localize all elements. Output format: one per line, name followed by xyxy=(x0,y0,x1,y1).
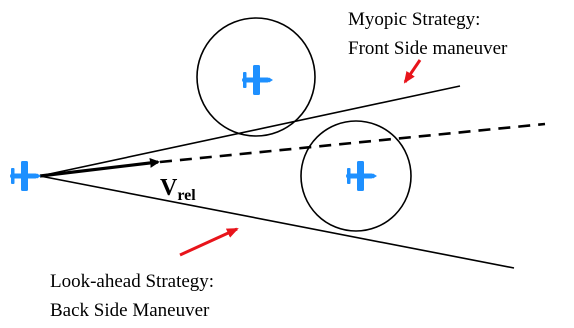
upper-boundary-line xyxy=(39,85,461,177)
vrel-symbol: V xyxy=(160,175,178,201)
lookahead-strategy-subtitle: Back Side Maneuver xyxy=(50,300,210,321)
relative-velocity-arrow xyxy=(39,157,160,178)
relative-velocity-label: Vrel xyxy=(160,175,196,204)
front-intruder-airplane-icon xyxy=(242,65,273,95)
back-intruder-circle xyxy=(300,120,412,232)
lookahead-pointer-arrow xyxy=(179,227,239,257)
myopic-pointer-arrow xyxy=(403,59,422,84)
back-intruder-airplane-icon xyxy=(346,161,377,191)
relative-velocity-extension xyxy=(159,122,546,164)
lookahead-strategy-title: Look-ahead Strategy: xyxy=(50,271,215,292)
front-intruder-circle xyxy=(196,17,316,137)
ownship-airplane-icon xyxy=(10,161,41,191)
vrel-subscript: rel xyxy=(177,187,196,204)
myopic-strategy-subtitle: Front Side maneuver xyxy=(348,38,508,59)
myopic-strategy-title: Myopic Strategy: xyxy=(348,9,481,30)
lower-boundary-line xyxy=(39,175,515,269)
